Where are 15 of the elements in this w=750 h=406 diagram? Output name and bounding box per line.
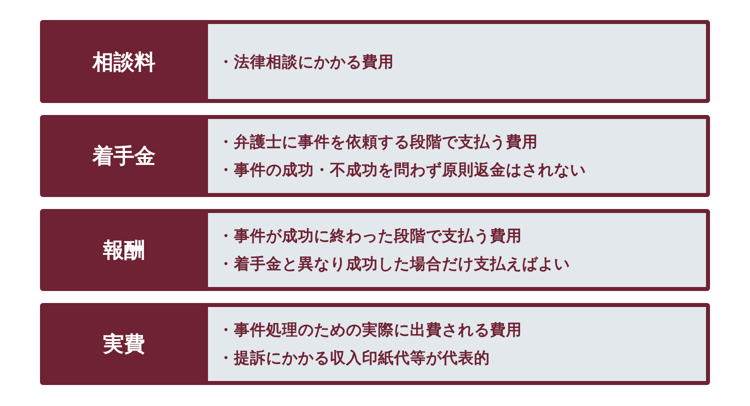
category-heading: 着手金 [92,143,156,170]
bullet-text: ・提訴にかかる収入印紙代等が代表的 [218,349,490,367]
bullet-text: ・法律相談にかかる費用 [218,52,394,70]
category-card [40,209,710,291]
bullet-text: ・事件処理のための実際に出費される費用 [218,321,522,339]
category-card [40,115,710,197]
category-heading: 実費 [103,331,145,358]
category-card [40,303,710,385]
bullet-text: ・着手金と異なり成功した場合だけ支払えばよい [218,255,570,273]
bullet-text: ・弁護士に事件を依頼する段階で支払う費用 [218,133,538,151]
category-heading: 報酬 [103,237,145,264]
category-heading: 相談料 [92,48,156,76]
category-card [40,20,710,103]
bullet-text: ・事件が成功に終わった段階で支払う費用 [218,227,522,245]
bullet-text: ・事件の成功・不成功を問わず原則返金はされない [218,161,586,179]
